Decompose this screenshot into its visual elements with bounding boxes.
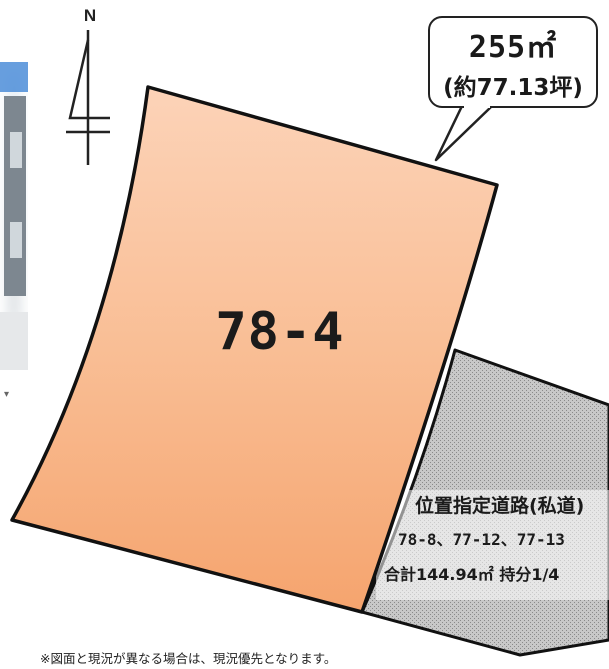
- photo-window: [10, 132, 22, 168]
- callout-joint: [464, 104, 490, 108]
- house-photo: [0, 62, 28, 370]
- north-arrow-icon: [66, 30, 110, 165]
- photo-marker-icon: ▾: [4, 389, 10, 400]
- area-tsubo: (約77.13坪): [443, 75, 583, 101]
- lot-78-4-parcel: [10, 85, 499, 614]
- road-name: 位置指定道路(私道): [415, 495, 585, 517]
- road-share: 合計144.94㎡ 持分1/4: [384, 565, 560, 584]
- photo-ground: [0, 312, 28, 370]
- lot-number: 78-4: [215, 302, 345, 362]
- area-callout: 255㎡ (約77.13坪): [428, 16, 598, 108]
- road-label-backdrop: [376, 490, 609, 600]
- road-lot-numbers: 78-8、77-12、77-13: [398, 530, 565, 549]
- callout-pointer: [434, 105, 493, 162]
- area-sqm: 255㎡: [468, 30, 558, 65]
- photo-sky: [0, 62, 28, 92]
- north-label: N: [83, 6, 97, 25]
- disclaimer-note: ※図面と現況が異なる場合は、現況優先となります。: [40, 651, 337, 666]
- photo-window: [10, 222, 22, 258]
